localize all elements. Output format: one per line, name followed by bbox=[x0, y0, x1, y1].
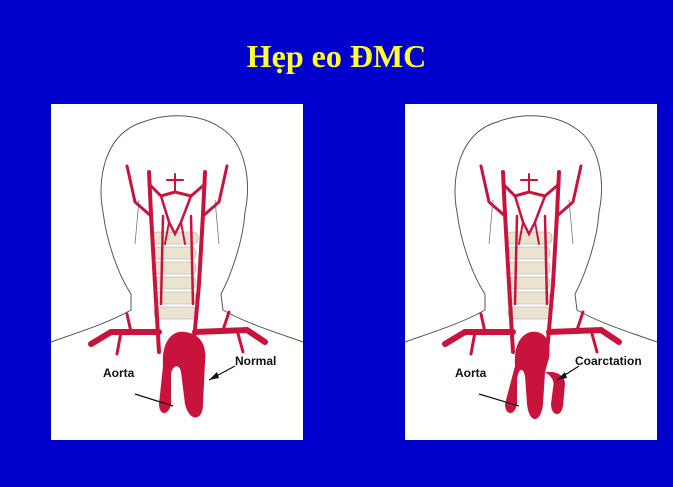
face-lines bbox=[134, 199, 220, 245]
aorta-shape bbox=[505, 331, 550, 419]
coarctation-illustration: Aorta Coarctation bbox=[405, 104, 657, 440]
aorta-label: Aorta bbox=[103, 366, 135, 380]
aorta-pointer-line bbox=[134, 393, 174, 407]
slide-title: Hẹp eo ĐMC bbox=[246, 38, 427, 74]
coarctation-anatomy-drawing bbox=[405, 115, 657, 419]
normal-arrowhead bbox=[209, 372, 219, 380]
face-lines bbox=[488, 199, 574, 245]
coarctation-arrowhead bbox=[557, 372, 567, 380]
normal-anatomy-drawing bbox=[51, 115, 303, 418]
aorta-label: Aorta bbox=[455, 366, 487, 380]
normal-aorta-illustration: Aorta Normal bbox=[51, 104, 303, 440]
body-outline-left bbox=[51, 211, 132, 343]
normal-label: Normal bbox=[235, 354, 277, 368]
arteries bbox=[442, 164, 622, 356]
aorta-shape bbox=[159, 331, 206, 418]
cervical-spine bbox=[151, 231, 199, 320]
body-outline-left bbox=[405, 211, 486, 343]
cervical-spine bbox=[505, 231, 553, 320]
coarctation-narrowing bbox=[545, 373, 553, 381]
aorta-pointer-line bbox=[478, 393, 520, 407]
arteries bbox=[88, 164, 268, 356]
coarctation-label: Coarctation bbox=[575, 354, 642, 368]
descending-aorta-shape bbox=[545, 372, 565, 415]
